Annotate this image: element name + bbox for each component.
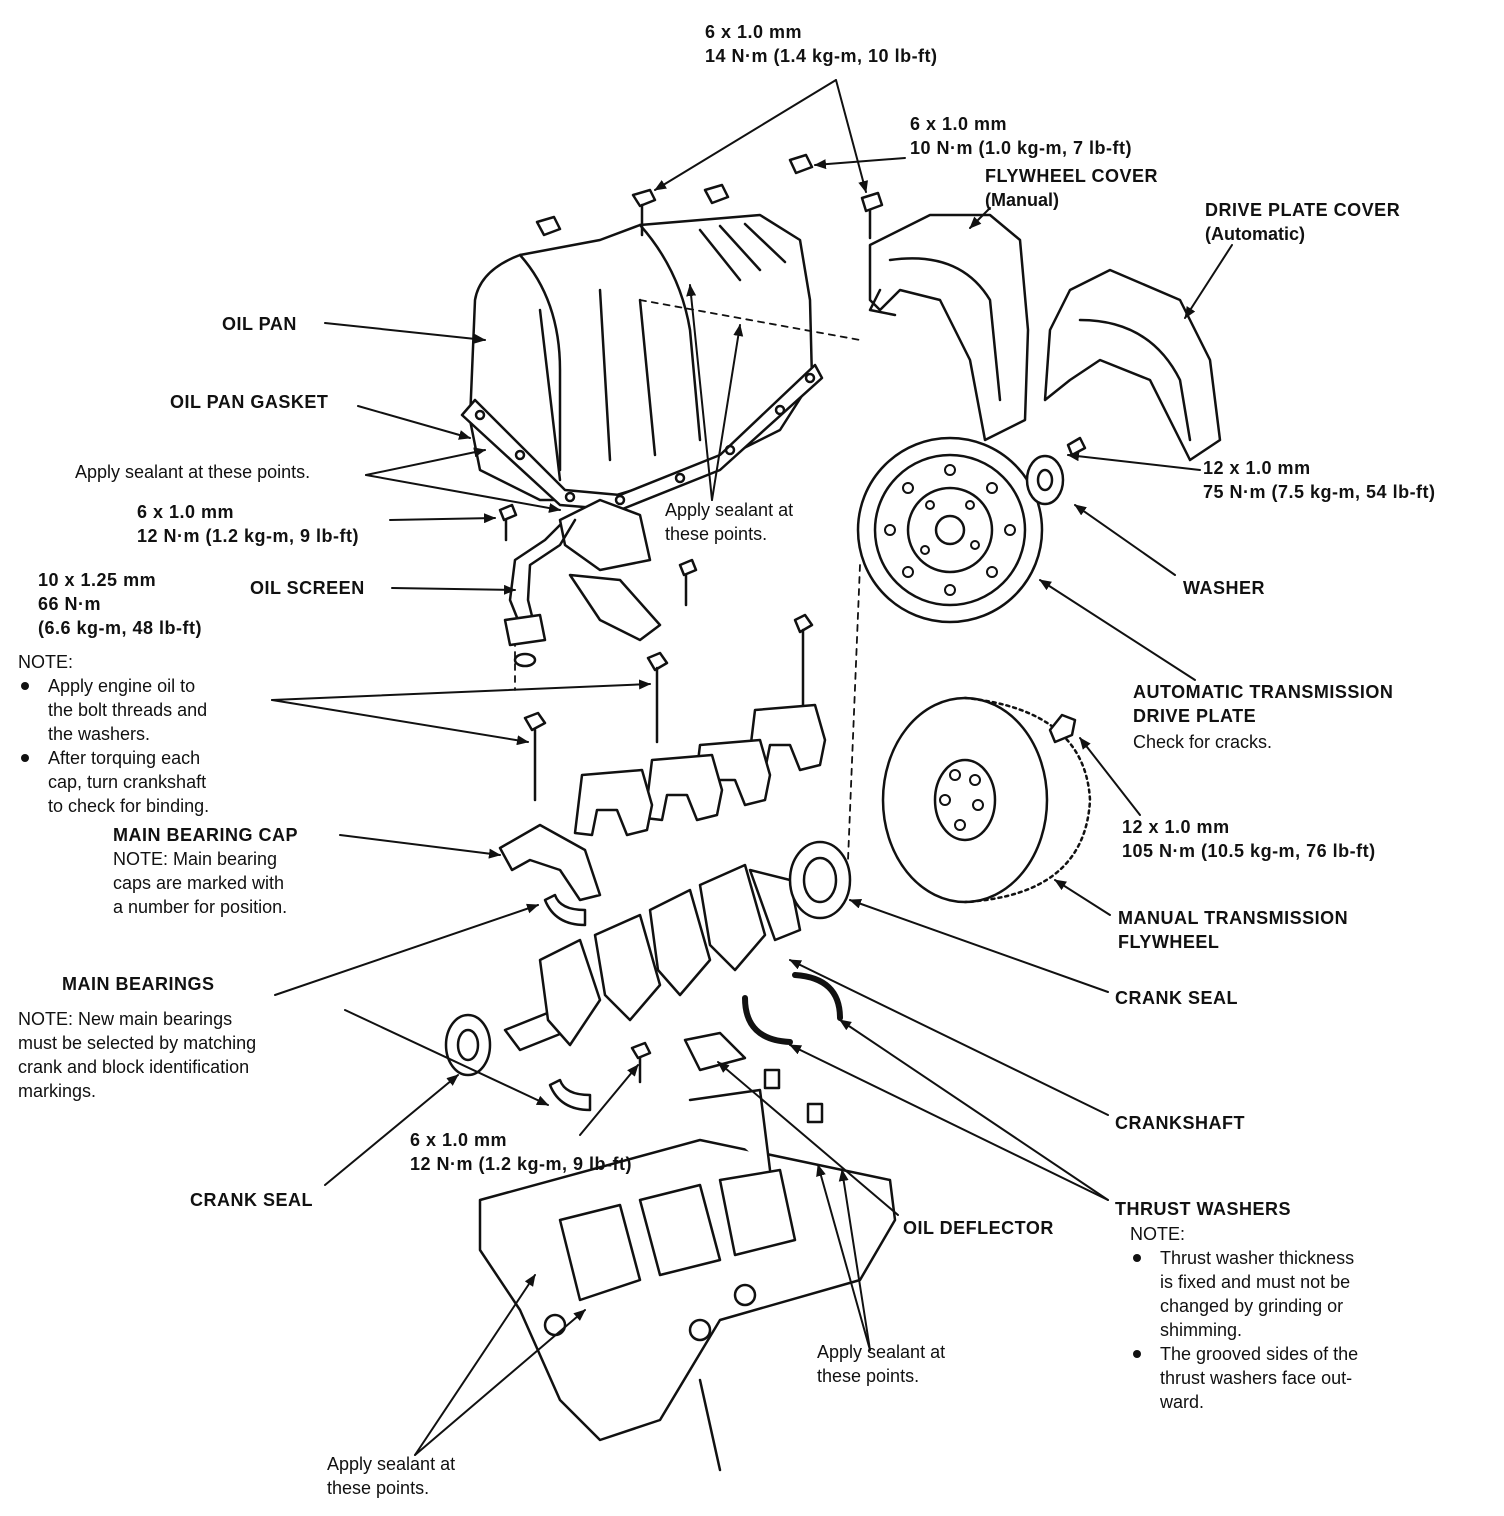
cap-note-list: Apply engine oil to the bolt threads and… [18,674,209,818]
bolt-drive-plate-spec: 12 x 1.0 mm [1203,458,1311,478]
drive-plate-cover-note: (Automatic) [1205,224,1305,244]
main-bearings-label: MAIN BEARINGS [62,974,215,994]
drive-plate-label-line2: DRIVE PLATE [1133,706,1257,726]
bolt-flywheel-spec: 12 x 1.0 mm [1122,817,1230,837]
bolt-top-torque: 14 N·m (1.4 kg-m, 10 lb-ft) [705,46,938,66]
oil-screen-part [498,503,698,668]
bolt-cap-spec: 10 x 1.25 mm [38,570,157,590]
main-bearing-cap-label: MAIN BEARING CAP [113,825,299,845]
sealant-note-left: Apply sealant at these points. [75,462,311,482]
bolt-flywheel-torque: 105 N·m (10.5 kg-m, 76 lb-ft) [1122,841,1376,861]
sealant-note-block-bottom: Apply sealant at these points. [327,1454,456,1498]
sealant-note-pan: Apply sealant at these points. [665,500,794,544]
main-bearing-caps [498,703,827,902]
oil-screen-label: OIL SCREEN [250,578,365,598]
bolt-drive-plate-torque: 75 N·m (7.5 kg-m, 54 lb-ft) [1203,482,1436,502]
flywheel-label-line1: MANUAL TRANSMISSION [1118,908,1349,928]
sealant-note-block-right: Apply sealant at these points. [817,1342,946,1386]
oil-deflector-label: OIL DEFLECTOR [903,1218,1054,1238]
cap-bolts [523,613,814,802]
main-bearings-note: NOTE: New main bearings must be selected… [18,1009,257,1101]
bolt-screen-torque: 12 N·m (1.2 kg-m, 9 lb-ft) [137,526,360,546]
oil-pan-gasket-label: OIL PAN GASKET [170,392,329,412]
crank-seal-right-label: CRANK SEAL [1115,988,1239,1008]
bolt-flywheel-cover-torque: 10 N·m (1.0 kg-m, 7 lb-ft) [910,138,1133,158]
bolt-cap-torque-alt: (6.6 kg-m, 48 lb-ft) [38,618,203,638]
bolt-screen-spec: 6 x 1.0 mm [137,502,235,522]
flywheel-cover-note: (Manual) [985,190,1059,210]
drive-plate-note: Check for cracks. [1133,732,1273,752]
thrust-washers-note-list: Thrust washer thickness is fixed and mus… [1130,1246,1358,1414]
thrust-washers-label: THRUST WASHERS [1115,1199,1292,1219]
bolt-flywheel-cover-spec: 6 x 1.0 mm [910,114,1008,134]
drive-plate-cover-label: DRIVE PLATE COVER [1205,200,1401,220]
bolt-top-spec: 6 x 1.0 mm [705,22,803,42]
oil-pan-part [460,213,824,512]
crank-seal-left-label: CRANK SEAL [190,1190,314,1210]
washer-part [1025,454,1065,506]
flywheel-part [881,696,1092,904]
bolt-deflector-spec: 6 x 1.0 mm [410,1130,508,1150]
bolt-cap-torque: 66 N·m [38,594,102,614]
oil-pan-fasteners [535,153,884,240]
washer-label: WASHER [1183,578,1266,598]
crankshaft-label: CRANKSHAFT [1115,1113,1245,1133]
bolt-deflector-torque: 12 N·m (1.2 kg-m, 9 lb-ft) [410,1154,633,1174]
oil-pan-label: OIL PAN [222,314,297,334]
drive-plate-label-line1: AUTOMATIC TRANSMISSION [1133,682,1394,702]
drive-plate-part [856,436,1044,624]
thrust-washers-note-item: Thrust washer thickness is fixed and mus… [1130,1246,1358,1342]
thrust-washers-note-title: NOTE: [1130,1224,1186,1244]
main-bearing-cap-note: NOTE: Main bearing caps are marked with … [113,849,288,917]
flywheel-cover-part [868,213,1030,442]
drive-plate-cover-part [1043,268,1222,462]
cap-note-item: Apply engine oil to the bolt threads and… [18,674,209,746]
thrust-washers-note-item: The grooved sides of the thrust washers … [1130,1342,1358,1414]
flywheel-cover-label: FLYWHEEL COVER [985,166,1159,186]
cap-note-item: After torquing each cap, turn crankshaft… [18,746,209,818]
oil-deflector-part [683,1031,747,1072]
cap-note-title: NOTE: [18,652,74,672]
flywheel-label-line2: FLYWHEEL [1118,932,1220,952]
engine-block-part [478,1088,897,1472]
crankshaft-part [503,863,802,1052]
crank-seal-right-part [788,840,852,920]
crank-seal-left-part [444,1013,492,1077]
